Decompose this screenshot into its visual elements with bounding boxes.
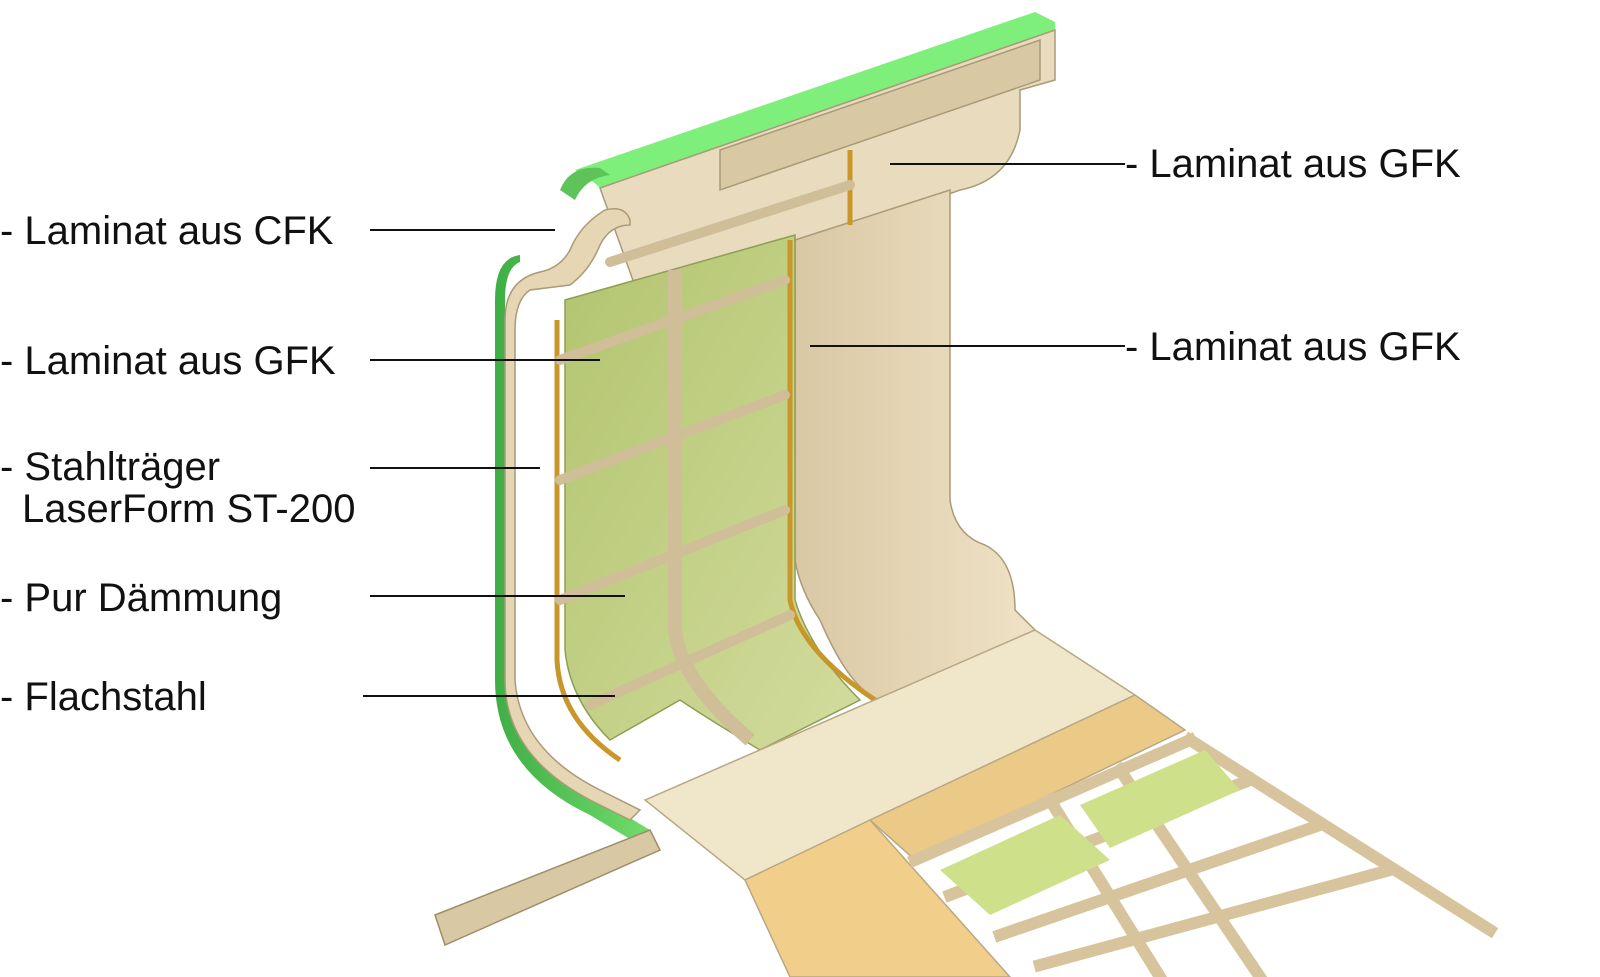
floor-insulation-cell-b [1080, 750, 1240, 848]
label-gfk-laminate: - Laminat aus GFK [0, 339, 336, 383]
label-flat-steel: - Flachstahl [0, 675, 207, 719]
label-steel-beam: - Stahlträger [0, 445, 221, 489]
label-steel-beam-model: LaserForm ST-200 [22, 487, 356, 531]
label-gfk-laminate-mid: - Laminat aus GFK [1125, 325, 1461, 369]
label-gfk-laminate-top: - Laminat aus GFK [1125, 142, 1461, 186]
label-cfk-laminate: - Laminat aus CFK [0, 209, 334, 253]
roof-shell-top [575, 12, 1055, 188]
steel-core-right [787, 240, 877, 703]
leader-lines [363, 163, 1125, 697]
roof-channel [719, 38, 1041, 192]
gfk-inner-wall [794, 188, 1037, 701]
laminate-s-curve [504, 208, 642, 821]
floor-panel-wood-b [868, 694, 1187, 861]
roof-shell-curve [560, 167, 610, 200]
floor-insulation-cell-a [940, 815, 1110, 915]
vertical-frame-bar [668, 270, 755, 746]
floor-beam [434, 829, 662, 947]
label-pur-insulation: - Pur Dämmung [0, 576, 283, 620]
steel-core-left [554, 320, 622, 763]
floor-panel-wood-a [744, 819, 1012, 977]
